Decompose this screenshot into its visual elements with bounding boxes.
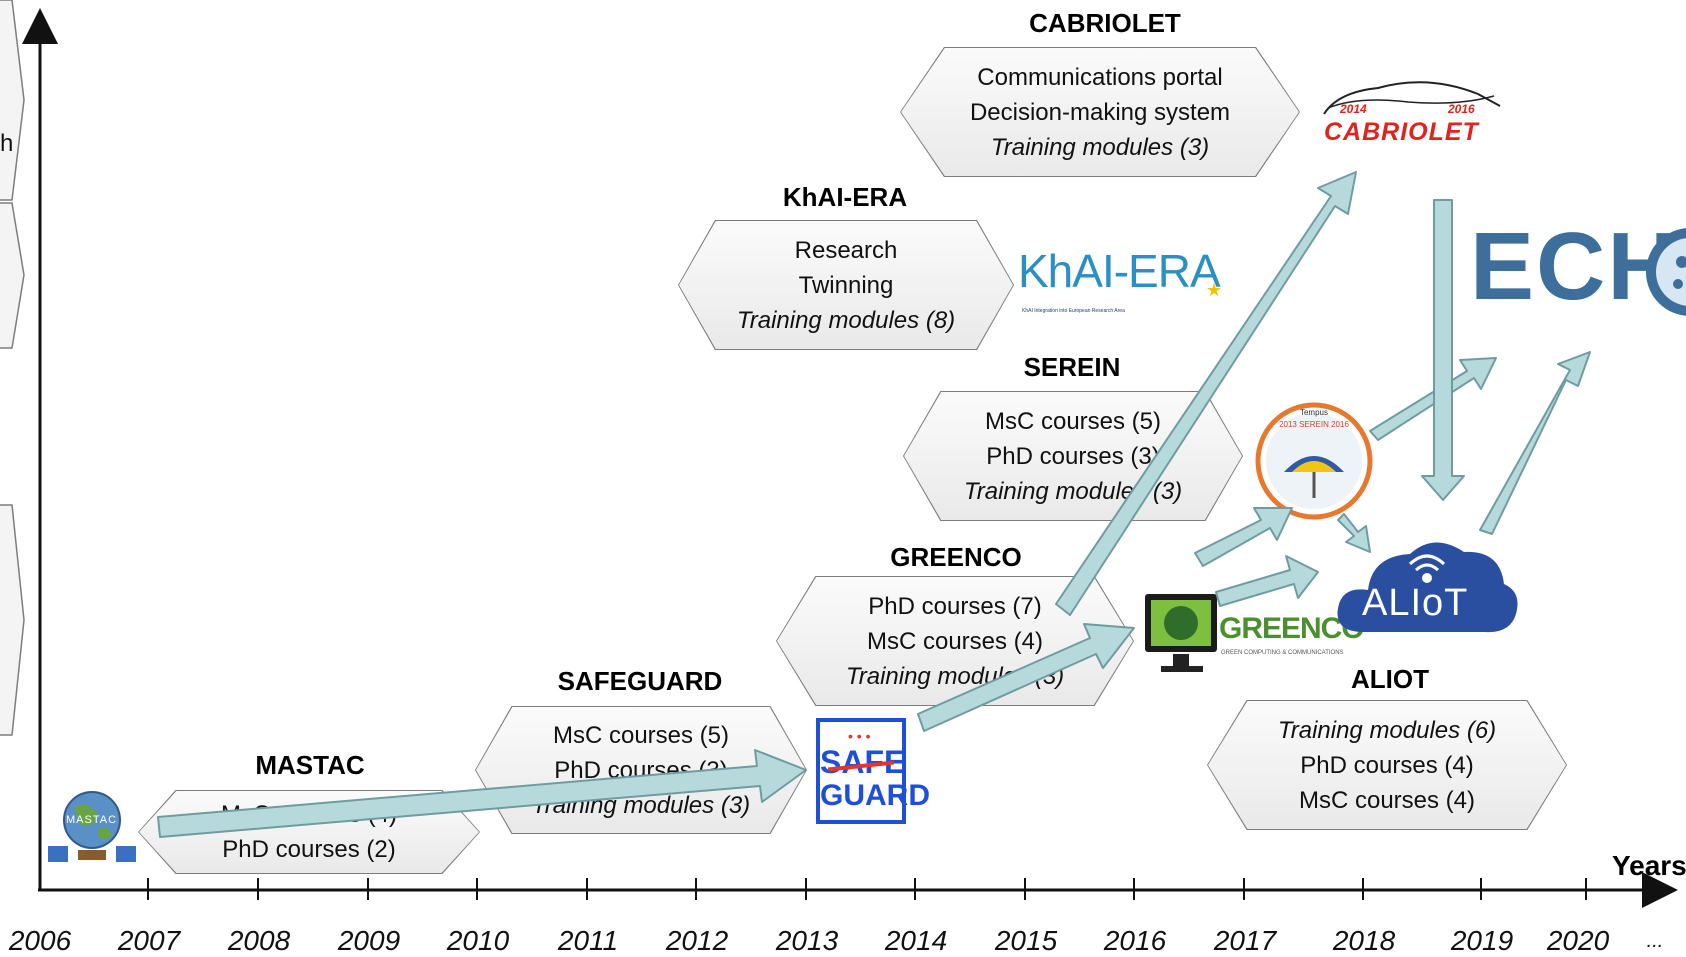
x-tick (257, 878, 259, 900)
x-tick (1024, 878, 1026, 900)
serein-line: PhD courses (3) (986, 442, 1160, 470)
safeguard-logo: SAFE GUARD • • • (816, 718, 930, 824)
left-fragment-text: h (0, 130, 14, 157)
serein-title: SEREIN (1023, 352, 1121, 382)
x-tick (1133, 878, 1135, 900)
serein-logo-text: 2013 SEREIN 2016 (1279, 420, 1349, 429)
x-tick (805, 878, 807, 900)
greenco-logo-sub: GREEN COMPUTING & COMMUNICATIONS (1221, 650, 1344, 656)
x-tick (586, 878, 588, 900)
aliot-title: ALIOT (1351, 664, 1429, 694)
x-tick (1362, 878, 1364, 900)
aliot-logo-text: ALIoT (1362, 582, 1469, 624)
cabriolet-line: Training modules (3) (990, 133, 1210, 161)
year-label: 2016 (1103, 925, 1167, 956)
left-fragment-shape-3 (0, 504, 25, 736)
year-label: 2017 (1213, 925, 1277, 956)
x-tick (1243, 878, 1245, 900)
safeguard-box: MsC courses (5) PhD courses (3) Training… (475, 706, 807, 834)
mastac-line: PhD courses (2) (222, 836, 396, 863)
left-fragment-shape-1 (0, 0, 25, 201)
cabriolet-logo-text: CABRIOLET (1324, 118, 1479, 146)
safeguard-line: MsC courses (5) (552, 721, 730, 749)
x-tick (476, 878, 478, 900)
star-icon: ★ (1206, 280, 1223, 300)
mastac-logo: MASTAC (44, 788, 140, 868)
year-label: 2015 (994, 925, 1058, 956)
cabriolet-title: CABRIOLET (1029, 8, 1181, 38)
year-label: 2008 (227, 925, 291, 956)
year-label: 2009 (337, 925, 401, 956)
greenco-box: PhD courses (7) MsC courses (4) Training… (776, 576, 1134, 706)
greenco-line: PhD courses (7) (868, 592, 1042, 620)
cabriolet-line: Decision-making system (969, 98, 1231, 126)
khai-era-line: Training modules (8) (736, 306, 956, 334)
cabriolet-logo: 2014 2016 CABRIOLET (1318, 66, 1506, 156)
year-label: 2012 (665, 925, 729, 956)
year-label: 2019 (1450, 925, 1514, 956)
cabriolet-logo-year-end: 2016 (1448, 102, 1475, 116)
x-axis-label: Years (1612, 850, 1686, 881)
greenco-title: GREENCO (890, 542, 1022, 572)
year-label: 2013 (775, 925, 839, 956)
safeguard-line: Training modules (3) (531, 791, 751, 819)
serein-logo: Tempus 2013 SEREIN 2016 (1254, 400, 1374, 522)
year-label: 2018 (1332, 925, 1396, 956)
mastac-title: MASTAC (255, 750, 365, 780)
serein-logo-top: Tempus (1299, 408, 1328, 417)
cabriolet-line: Communications portal (977, 63, 1223, 91)
x-tick (147, 878, 149, 900)
x-tick (695, 878, 697, 900)
khai-era-title: KhAI-ERA (782, 182, 908, 212)
greenco-line: MsC courses (4) (866, 627, 1044, 655)
left-fragment-shape-2 (0, 202, 25, 349)
aliot-logo: ALIoT (1334, 528, 1520, 638)
safeguard-logo-dots: • • • (848, 728, 871, 744)
khai-era-logo-sub: KhAI Integration into European Research … (1022, 308, 1125, 314)
cabriolet-box: Communications portal Decision-making sy… (900, 47, 1300, 177)
greenco-logo: GREENCO GREEN COMPUTING & COMMUNICATIONS (1143, 592, 1365, 682)
serein-box: MsC courses (5) PhD courses (3) Training… (903, 391, 1243, 521)
year-label: 2014 (884, 925, 948, 956)
aliot-line: PhD courses (4) (1300, 751, 1474, 779)
khai-era-logo: KhAI-ERA KhAI Integration into European … (1018, 242, 1228, 322)
year-label: 2011 (557, 925, 619, 956)
echo-logo-text: ECH (1470, 218, 1679, 320)
year-label: 2020 (1546, 925, 1610, 956)
safeguard-line: PhD courses (3) (554, 756, 728, 784)
x-tick (1480, 878, 1482, 900)
year-label: 2010 (446, 925, 510, 956)
x-tick (1585, 878, 1587, 900)
safeguard-title: SAFEGUARD (557, 666, 723, 696)
safeguard-logo-bottom: GUARD (820, 779, 930, 812)
year-label: 2007 (117, 925, 181, 956)
aliot-line: Training modules (6) (1277, 716, 1497, 744)
khai-era-line: Research (794, 236, 898, 264)
echo-logo: ECH (1470, 218, 1686, 328)
serein-line: MsC courses (5) (984, 407, 1162, 435)
aliot-box: Training modules (6) PhD courses (4) MsC… (1207, 700, 1567, 830)
serein-line: Training modules (3) (963, 477, 1183, 505)
x-tick (367, 878, 369, 900)
greenco-line: Training modules (3) (845, 662, 1065, 690)
mastac-line: MsC courses (4) (220, 801, 398, 828)
cabriolet-logo-year-start: 2014 (1340, 102, 1367, 116)
khai-era-line: Twinning (798, 271, 894, 299)
aliot-line: MsC courses (4) (1298, 786, 1476, 814)
x-tick (914, 878, 916, 900)
mastac-box: MsC courses (4) PhD courses (2) (138, 790, 480, 874)
khai-era-logo-text: KhAI-ERA (1018, 245, 1221, 297)
mastac-logo-text: MASTAC (66, 814, 118, 826)
khai-era-box: Research Twinning Training modules (8) (678, 220, 1014, 350)
year-label: ... (1646, 930, 1664, 952)
year-label: 2006 (8, 925, 72, 956)
